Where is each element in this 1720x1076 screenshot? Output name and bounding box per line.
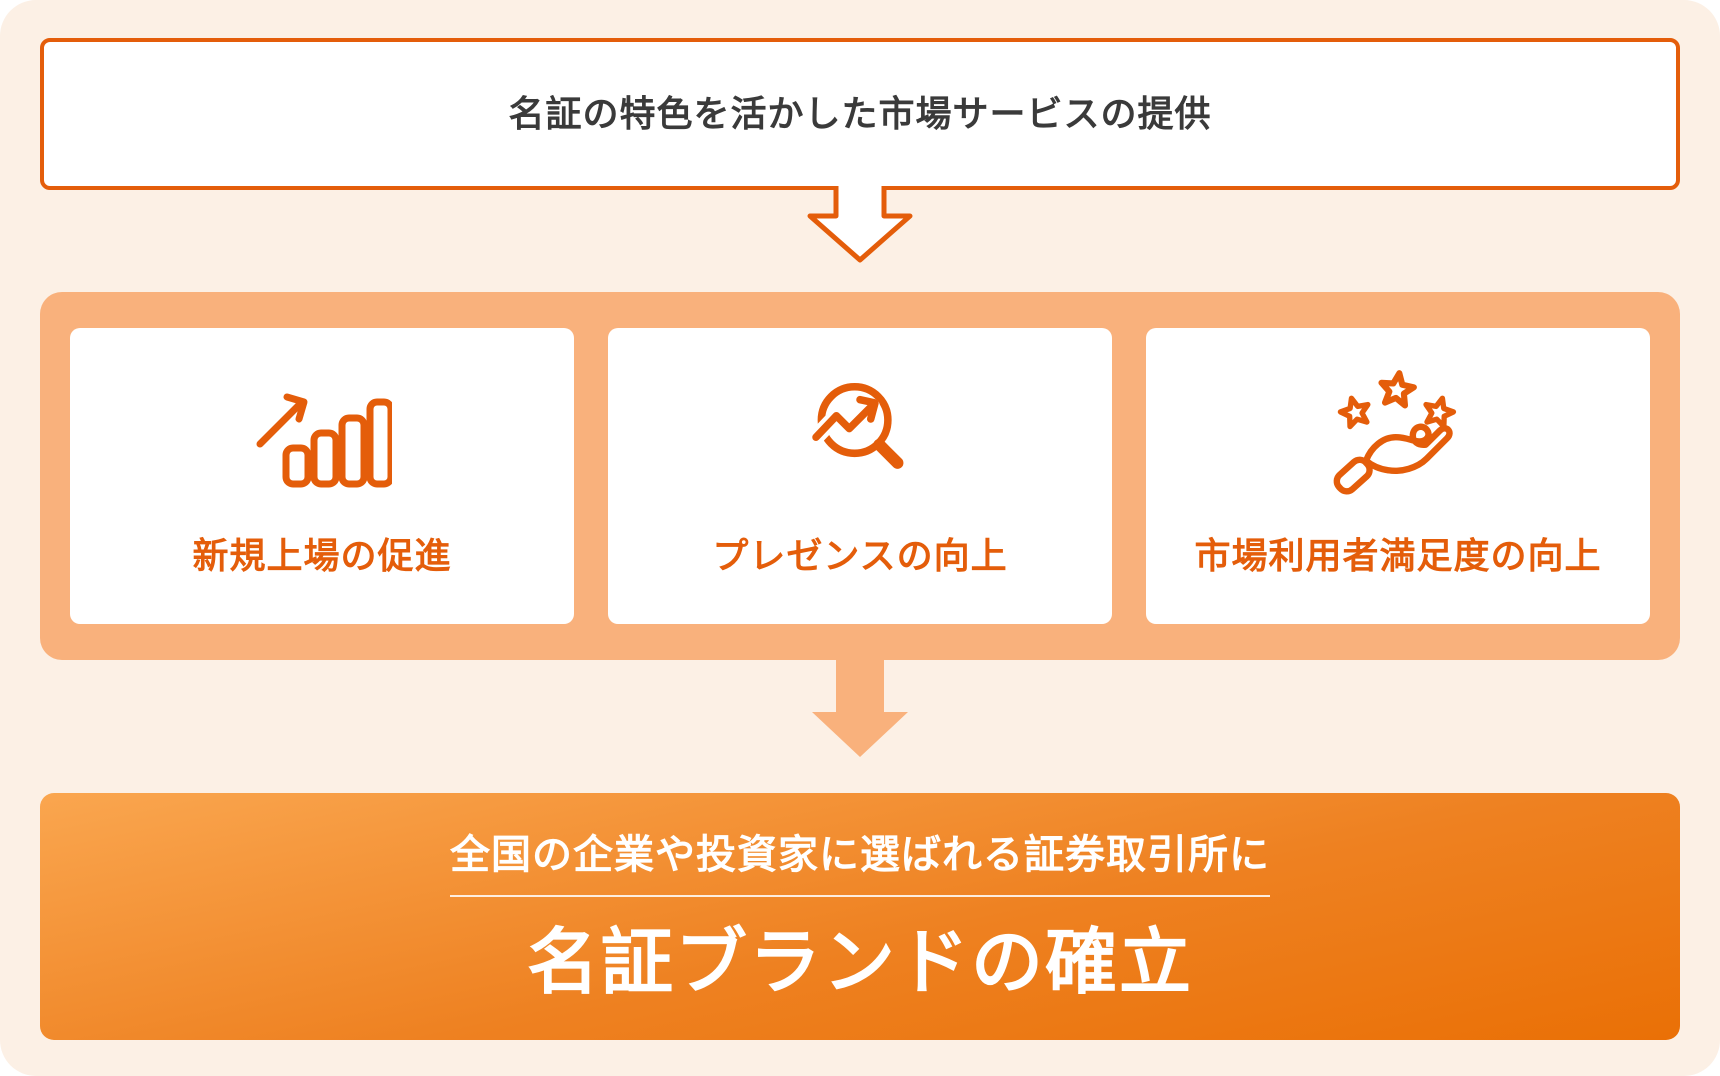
card-label: 市場利用者満足度の向上 — [1194, 535, 1602, 576]
flow-arrow-down-outline-icon — [805, 186, 915, 264]
result-subtitle: 全国の企業や投資家に選ばれる証券取引所に — [450, 835, 1270, 897]
hand-stars-icon — [1323, 360, 1473, 508]
card-label: 新規上場の促進 — [192, 535, 452, 576]
result-box: 全国の企業や投資家に選ばれる証券取引所に 名証ブランドの確立 — [40, 793, 1680, 1040]
header-box: 名証の特色を活かした市場サービスの提供 — [40, 38, 1680, 190]
result-title: 名証ブランドの確立 — [526, 922, 1193, 1003]
header-box-label: 名証の特色を活かした市場サービスの提供 — [508, 93, 1212, 134]
card-new-listings: 新規上場の促進 — [70, 328, 574, 624]
card-label: プレゼンスの向上 — [712, 535, 1008, 576]
strategy-container: 新規上場の促進 プレゼンスの向上 — [40, 292, 1680, 660]
magnifier-trend-icon — [801, 360, 919, 508]
flow-arrow-down-solid-icon — [812, 660, 908, 757]
card-presence: プレゼンスの向上 — [608, 328, 1112, 624]
growth-chart-icon — [252, 360, 392, 508]
card-satisfaction: 市場利用者満足度の向上 — [1146, 328, 1650, 624]
